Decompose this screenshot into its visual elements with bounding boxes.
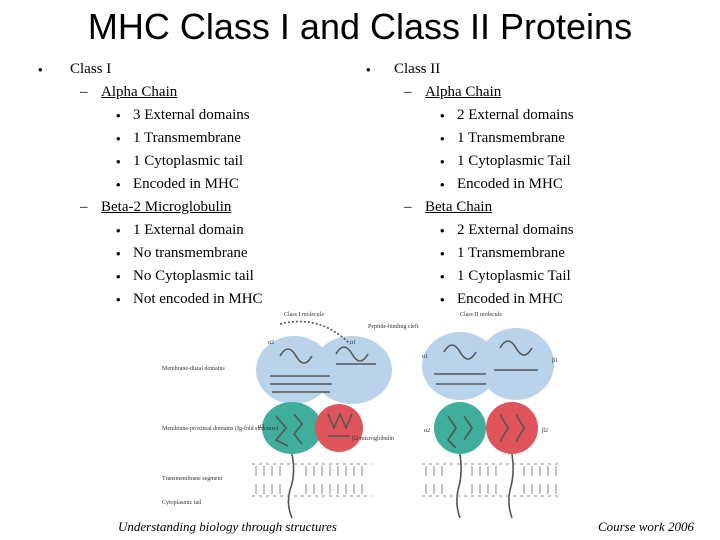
membrane-bilayer	[252, 463, 562, 497]
mhc-structure-diagram: Class I molecule Class II molecule Pepti…	[162, 312, 562, 519]
class1-b2m-domain	[315, 404, 363, 452]
class2-column: • Class II – Alpha Chain • 2 External dom…	[366, 58, 696, 311]
list-item-text: Encoded in MHC	[133, 176, 239, 192]
bullet-icon: •	[440, 223, 445, 238]
class2-alpha-row: – Alpha Chain	[366, 81, 696, 104]
alpha1-label: α1	[350, 340, 356, 346]
class1-alpha-label: Alpha Chain	[101, 84, 178, 100]
footer-right-caption: Course work 2006	[597, 519, 694, 534]
bullet-icon: •	[440, 177, 445, 192]
class2-heading: Class II	[394, 61, 441, 77]
class1-beta2-label: Beta-2 Microglobulin	[101, 199, 232, 215]
bullet-icon: •	[116, 292, 121, 307]
class2-heading-row: • Class II	[366, 58, 696, 81]
cytoplasmic-label: Cytoplasmic tail	[162, 500, 202, 506]
list-item-text: 1 Transmembrane	[457, 130, 565, 146]
peptide-cleft-label: Peptide-binding cleft	[368, 323, 419, 330]
list-item: • Not encoded in MHC	[38, 288, 358, 311]
list-item-text: No transmembrane	[133, 245, 248, 261]
alpha2-label: α2	[268, 340, 274, 346]
membrane-proximal-label: Membrane-proximal domains (Ig-fold struc…	[162, 425, 278, 432]
list-item-text: No Cytoplasmic tail	[133, 268, 254, 284]
list-item-text: 2 External domains	[457, 107, 574, 123]
list-item: • 2 External domains	[366, 219, 696, 242]
class1-heading-row: • Class I	[38, 58, 358, 81]
class2-beta1-label: β1	[552, 358, 558, 364]
dash-icon: –	[404, 84, 412, 100]
list-item: • 1 Transmembrane	[366, 242, 696, 265]
bullet-icon: •	[440, 154, 445, 169]
list-item-text: 1 Cytoplasmic Tail	[457, 268, 571, 284]
list-item-text: Encoded in MHC	[457, 176, 563, 192]
list-item: • Encoded in MHC	[366, 173, 696, 196]
bullet-icon: •	[440, 292, 445, 307]
list-item: • 1 Cytoplasmic Tail	[366, 265, 696, 288]
class1-molecule-label: Class I molecule	[284, 312, 324, 318]
dash-icon: –	[80, 84, 88, 100]
list-item: • 1 Transmembrane	[38, 127, 358, 150]
list-item: • No transmembrane	[38, 242, 358, 265]
list-item: • Encoded in MHC	[38, 173, 358, 196]
bullet-icon: •	[116, 269, 121, 284]
bullet-icon: •	[366, 62, 371, 77]
b2m-label: β2-microglobulin	[352, 436, 394, 442]
class1-distal-domain	[256, 336, 332, 404]
class2-alpha1-label: α1	[422, 354, 428, 360]
class2-beta-row: – Beta Chain	[366, 196, 696, 219]
bullet-icon: •	[440, 246, 445, 261]
bullet-icon: •	[116, 177, 121, 192]
class1-column: • Class I – Alpha Chain • 3 External doma…	[38, 58, 358, 311]
class2-distal-domain	[478, 328, 554, 400]
list-item-text: 1 Cytoplasmic Tail	[457, 153, 571, 169]
class1-heading: Class I	[70, 61, 112, 77]
class2-molecule-label: Class II molecule	[460, 312, 502, 318]
bullet-icon: •	[116, 154, 121, 169]
class2-alpha2-label: α2	[424, 428, 430, 434]
class1-beta2-row: – Beta-2 Microglobulin	[38, 196, 358, 219]
list-item-text: 2 External domains	[457, 222, 574, 238]
bullet-icon: •	[116, 246, 121, 261]
list-item-text: 1 Cytoplasmic tail	[133, 153, 243, 169]
list-item: • No Cytoplasmic tail	[38, 265, 358, 288]
class2-beta2-domain	[486, 402, 538, 454]
dash-icon: –	[80, 199, 88, 215]
list-item: • 1 Cytoplasmic tail	[38, 150, 358, 173]
class2-beta-label: Beta Chain	[425, 199, 493, 215]
bullet-icon: •	[116, 131, 121, 146]
list-item: • 3 External domains	[38, 104, 358, 127]
list-item: • 1 Cytoplasmic Tail	[366, 150, 696, 173]
bullet-icon: •	[116, 108, 121, 123]
list-item: • 2 External domains	[366, 104, 696, 127]
membrane-distal-label: Membrane-distal domains	[162, 366, 225, 372]
list-item-text: Not encoded in MHC	[133, 291, 263, 307]
bullet-icon: •	[440, 108, 445, 123]
bullet-icon: •	[38, 62, 43, 77]
list-item: • 1 External domain	[38, 219, 358, 242]
bullet-icon: •	[440, 269, 445, 284]
list-item-text: Encoded in MHC	[457, 291, 563, 307]
class1-distal-domain	[312, 336, 392, 404]
class2-alpha-label: Alpha Chain	[425, 84, 502, 100]
list-item-text: 1 Transmembrane	[133, 130, 241, 146]
class2-alpha2-domain	[434, 402, 486, 454]
list-item-text: 1 External domain	[133, 222, 244, 238]
class2-distal-domain	[422, 332, 498, 400]
alpha3-label: α3	[258, 424, 264, 430]
slide-title: MHC Class I and Class II Proteins	[87, 6, 633, 47]
list-item: • Encoded in MHC	[366, 288, 696, 311]
list-item: • 1 Transmembrane	[366, 127, 696, 150]
bullet-icon: •	[116, 223, 121, 238]
bullet-icon: •	[440, 131, 445, 146]
list-item-text: 3 External domains	[133, 107, 250, 123]
footer-left-caption: Understanding biology through structures	[118, 519, 337, 534]
list-item-text: 1 Transmembrane	[457, 245, 565, 261]
chain-strands	[270, 320, 538, 519]
transmembrane-label: Transmembrane segment	[162, 476, 223, 482]
dash-icon: –	[404, 199, 412, 215]
class2-beta2-label: β2	[542, 428, 548, 434]
class1-alpha-row: – Alpha Chain	[38, 81, 358, 104]
